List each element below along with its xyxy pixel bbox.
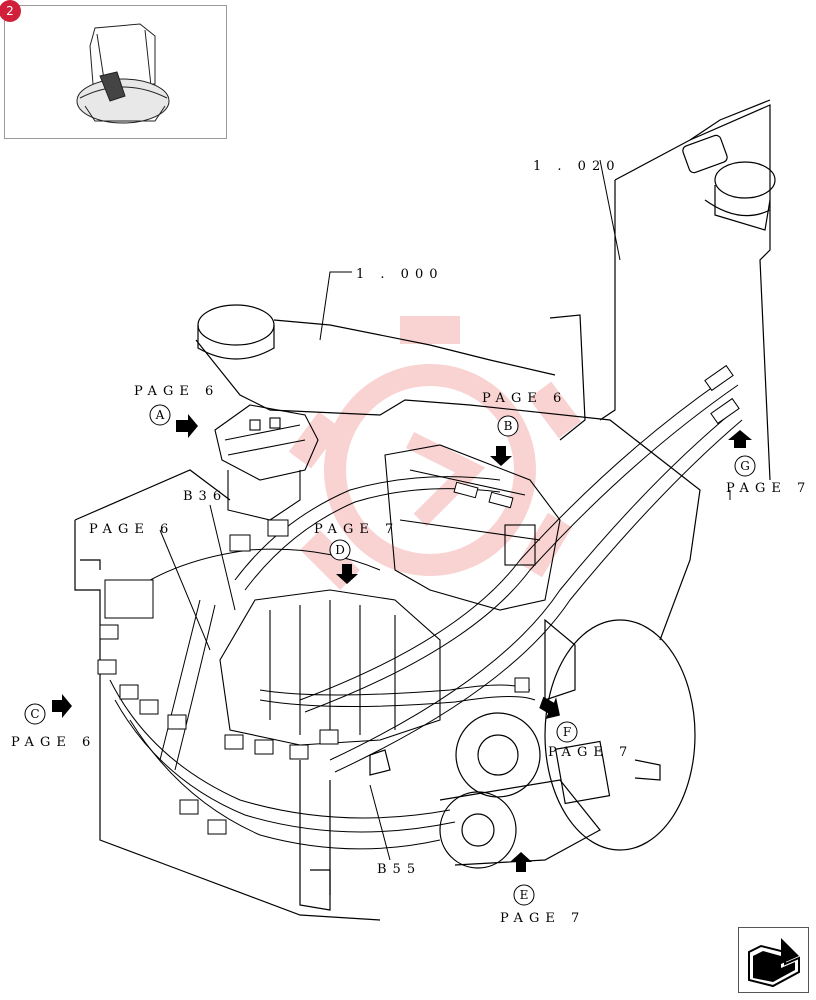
b36-label: B36 (183, 489, 227, 504)
page-7-link-f[interactable]: PAGE 7 (548, 745, 633, 760)
ref-1000-label[interactable]: 1 . 000 (356, 267, 443, 282)
arrow-f-icon (539, 696, 560, 719)
page-7-link-d[interactable]: PAGE 7 (314, 522, 399, 537)
circle-label-a: A (155, 408, 165, 422)
circle-label-e: E (520, 888, 529, 902)
arrow-e-icon (510, 852, 532, 872)
page-6-link-c[interactable]: PAGE 6 (11, 735, 96, 750)
watermark-logo (288, 316, 582, 590)
circle-labels (24, 404, 756, 906)
chassis-outline (74, 304, 701, 921)
arrow-g-icon (728, 430, 752, 448)
ref-1020-label[interactable]: 1 . 020 (533, 159, 620, 174)
arrow-b-icon (490, 446, 512, 466)
circle-label-b: B (504, 419, 513, 433)
pointer-arrows (52, 414, 752, 872)
arrow-c-icon (52, 694, 72, 718)
circle-label-f: F (563, 725, 571, 739)
page-badge: 2 (0, 0, 21, 22)
b55-label: B55 (377, 862, 421, 877)
hose-fittings (97, 364, 740, 835)
control-valve-block (214, 404, 561, 746)
machine-thumbnail[interactable]: 2 (0, 0, 227, 139)
circle-label-d: D (335, 543, 345, 557)
travel-motor (439, 618, 696, 869)
hose-bundles (109, 374, 743, 850)
page-6-link-c-upper[interactable]: PAGE 6 (89, 522, 174, 537)
leader-lines (159, 159, 731, 861)
page-6-link-a[interactable]: PAGE 6 (134, 384, 219, 399)
excavator-thumbnail-icon (76, 23, 170, 124)
cab-frame (549, 99, 776, 481)
page-7-link-e[interactable]: PAGE 7 (500, 911, 585, 926)
arrow-d-icon (336, 564, 358, 584)
circle-label-g: G (740, 459, 750, 473)
circle-label-c: C (30, 707, 39, 721)
page-7-link-g[interactable]: PAGE 7 (726, 481, 811, 496)
next-page-button[interactable] (738, 927, 809, 993)
page-6-link-b[interactable]: PAGE 6 (482, 391, 567, 406)
page-turn-arrow-icon (748, 938, 800, 988)
arrow-a-icon (176, 414, 198, 438)
